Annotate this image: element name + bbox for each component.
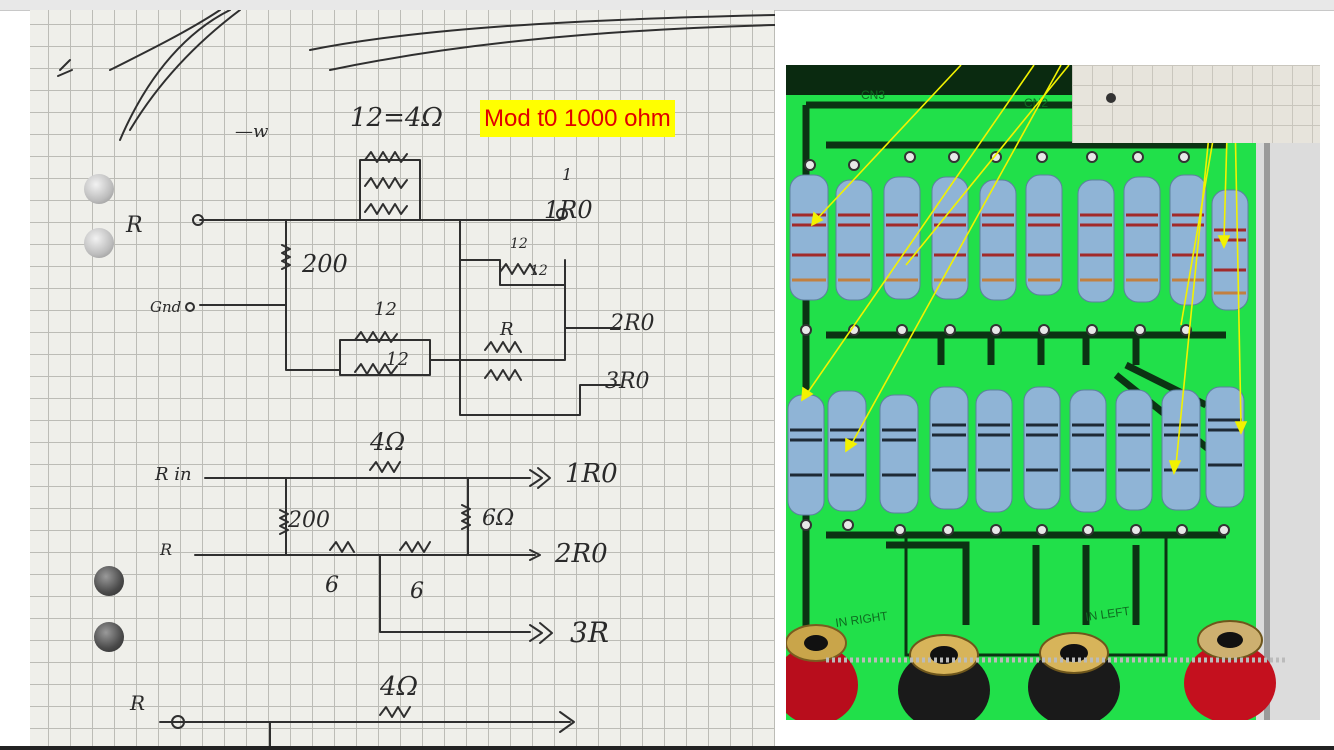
svg-text:12: 12 xyxy=(510,236,528,252)
binder-hole xyxy=(94,566,124,596)
pcb-photo: CN3 CN2 IN RIGHT IN LEFT xyxy=(786,65,1320,720)
svg-text:R: R xyxy=(129,691,145,715)
svg-text:R: R xyxy=(499,319,514,340)
svg-text:1: 1 xyxy=(562,165,572,184)
svg-text:R: R xyxy=(125,213,143,238)
svg-text:3R0: 3R0 xyxy=(605,369,650,394)
svg-text:6Ω: 6Ω xyxy=(482,506,514,531)
svg-text:6: 6 xyxy=(325,573,339,598)
pcb-drawing: CN3 CN2 IN RIGHT IN LEFT xyxy=(786,65,1320,720)
silk-in-left: IN LEFT xyxy=(1084,604,1131,624)
svg-text:1R0: 1R0 xyxy=(544,196,593,224)
svg-text:R: R xyxy=(159,540,172,559)
svg-text:200: 200 xyxy=(287,508,330,533)
svg-text:12: 12 xyxy=(374,299,397,320)
svg-text:—w: —w xyxy=(235,121,269,142)
silk-cn2: CN2 xyxy=(1024,96,1048,110)
handwritten-schematic-photo: —w 12=4Ω 1 1R0 R Gnd 200 12 12 12 12 R 2… xyxy=(30,10,775,746)
bottom-bar xyxy=(0,746,1334,750)
svg-text:1R0: 1R0 xyxy=(565,459,618,489)
svg-text:2R0: 2R0 xyxy=(554,539,608,569)
svg-text:4Ω: 4Ω xyxy=(379,672,418,702)
svg-text:12: 12 xyxy=(386,349,409,370)
svg-text:R in: R in xyxy=(154,464,192,485)
note-12-eq-4: 12=4Ω xyxy=(350,103,443,133)
svg-text:12: 12 xyxy=(530,263,548,279)
silk-cn3: CN3 xyxy=(861,88,885,102)
inset-photo xyxy=(1072,65,1320,143)
schematic-drawing: —w 12=4Ω 1 1R0 R Gnd 200 12 12 12 12 R 2… xyxy=(57,10,775,746)
binder-hole xyxy=(84,228,114,258)
silk-in-right: IN RIGHT xyxy=(834,609,889,630)
caption-label: Mod t0 1000 ohm xyxy=(480,100,675,137)
svg-text:3R: 3R xyxy=(570,616,609,649)
resistor-row-top xyxy=(789,174,1249,311)
binder-hole xyxy=(84,174,114,204)
svg-text:Gnd: Gnd xyxy=(150,298,181,316)
svg-text:2R0: 2R0 xyxy=(609,311,655,336)
svg-text:4Ω: 4Ω xyxy=(369,428,405,456)
binder-hole xyxy=(94,622,124,652)
resistor-row-bottom xyxy=(787,386,1245,516)
svg-text:200: 200 xyxy=(301,250,348,278)
inset-dot xyxy=(1106,93,1116,103)
banana-jack-row xyxy=(786,620,1286,720)
svg-text:6: 6 xyxy=(410,579,424,604)
